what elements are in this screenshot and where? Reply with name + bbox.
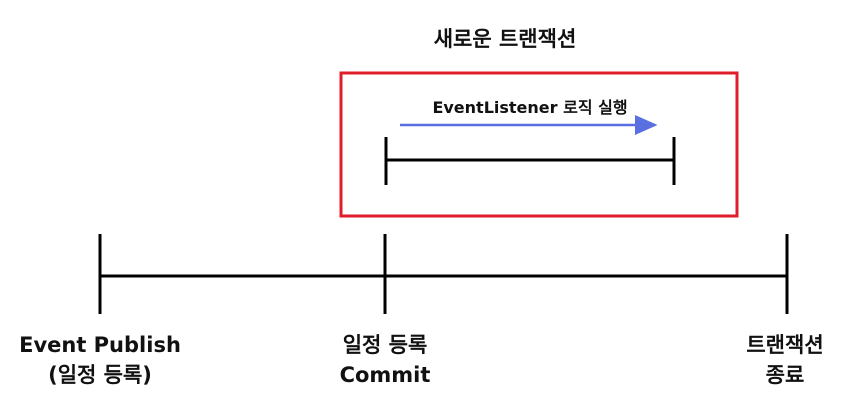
- transaction-end-label: 트랜잭션 종료: [700, 330, 861, 390]
- event-publish-label-line1: Event Publish: [19, 333, 181, 357]
- event-publish-label: Event Publish (일정 등록): [10, 330, 190, 390]
- transaction-end-label-line1: 트랜잭션: [746, 333, 824, 357]
- commit-label-line1: 일정 등록: [342, 333, 428, 357]
- commit-label-line2: Commit: [339, 363, 431, 387]
- commit-label: 일정 등록 Commit: [300, 330, 470, 390]
- event-listener-label: EventListener 로직 실행: [432, 98, 628, 117]
- new-transaction-box: [339, 71, 739, 218]
- event-publish-label-line2: (일정 등록): [48, 363, 152, 387]
- transaction-end-label-line2: 종료: [765, 363, 805, 387]
- new-transaction-title: 새로운 트랜잭션: [433, 27, 577, 51]
